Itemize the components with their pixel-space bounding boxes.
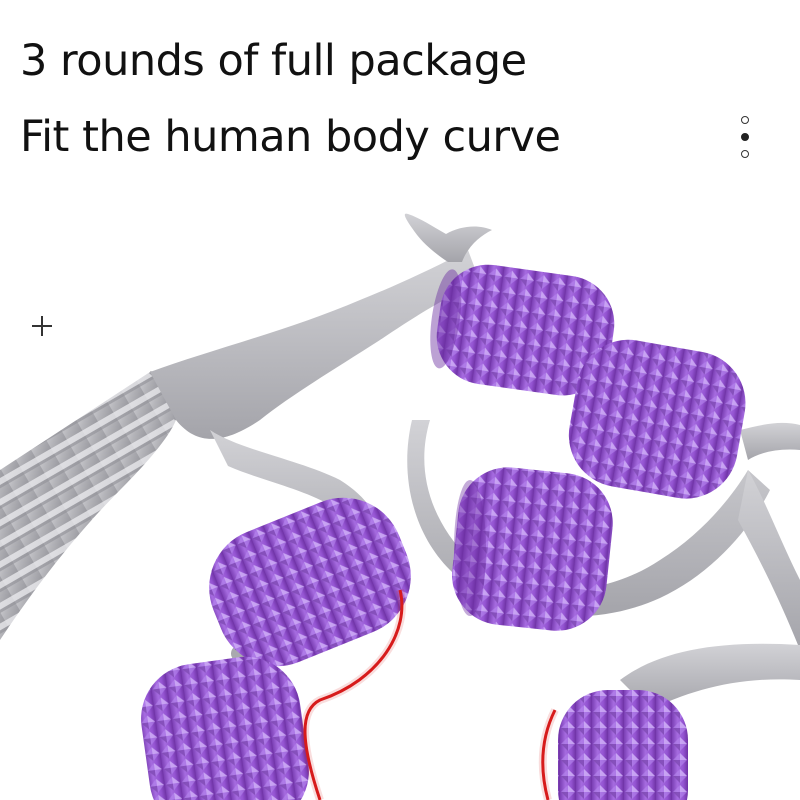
- headline-line-2: Fit the human body curve: [20, 112, 561, 162]
- ribbed-handle: [0, 372, 176, 640]
- roller-top-right: [568, 339, 746, 499]
- roller-middle: [452, 467, 613, 631]
- carousel-dot-1[interactable]: [741, 116, 749, 124]
- frame-hook: [404, 213, 492, 262]
- body-curve-left: [303, 589, 404, 800]
- roller-bottom-left-lower: [141, 656, 309, 800]
- roller-bottom-left-upper: [209, 497, 411, 667]
- roller-top-left: [430, 264, 615, 396]
- carousel-dot-3[interactable]: [741, 150, 749, 158]
- plus-icon[interactable]: [30, 314, 54, 338]
- carousel-dot-2-active[interactable]: [741, 133, 749, 141]
- frame-lower-arm: [210, 430, 387, 585]
- body-curve-right: [541, 709, 557, 800]
- roller-bottom-right: [558, 690, 688, 800]
- carousel-dots[interactable]: [741, 116, 753, 162]
- headline-line-1: 3 rounds of full package: [20, 36, 527, 86]
- frame-upper-left: [150, 250, 480, 439]
- frame-loop: [407, 420, 770, 617]
